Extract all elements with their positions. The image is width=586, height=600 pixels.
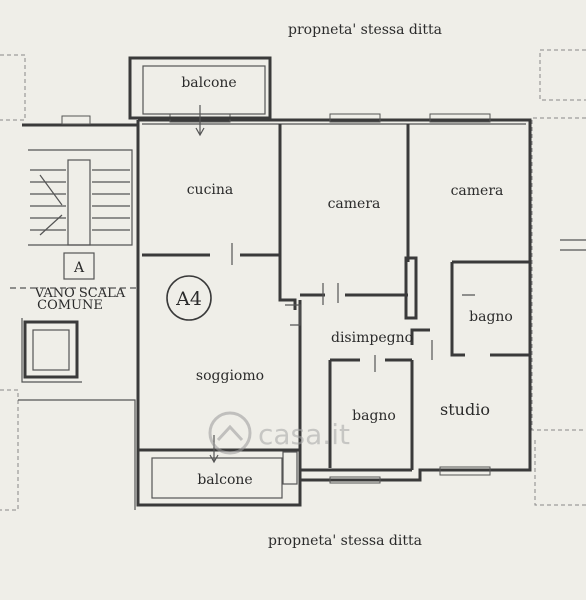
stair-letter: A (73, 260, 85, 276)
balcony-bottom-label: balcone (197, 472, 252, 488)
room-bagno-2: bagno (352, 408, 396, 424)
watermark: casa.it (208, 411, 350, 455)
balcony-top-label: balcone (181, 75, 236, 91)
stair-letter-box (63, 252, 95, 280)
room-disimpegno: disimpegno (331, 330, 413, 346)
watermark-text: casa.it (258, 418, 350, 451)
neighbour-left-outline (0, 54, 136, 511)
room-cucina: cucina (187, 182, 234, 198)
stair-steps (30, 169, 130, 236)
room-camera-2: camera (451, 183, 504, 199)
interior-walls (142, 124, 530, 472)
stair-well: A VANO SCALA COMUNE (10, 123, 140, 313)
vano-scala-label: VANO SCALA (34, 286, 126, 301)
balcony-top: balcone (128, 56, 272, 137)
bottom-note: propneta' stessa ditta (268, 533, 422, 549)
watermark-logo-icon (208, 411, 252, 455)
comune-label: COMUNE (37, 298, 103, 313)
room-camera-1: camera (328, 196, 381, 212)
right-windows (329, 466, 491, 484)
lift-shaft (21, 318, 82, 383)
top-note: propneta' stessa ditta (288, 22, 442, 38)
neighbour-right-outline (531, 49, 586, 506)
unit-id-badge: A4 (166, 275, 212, 321)
room-bagno-1: bagno (469, 309, 513, 325)
room-studio: studio (440, 400, 490, 419)
room-soggiorno: soggiomo (196, 368, 264, 384)
unit-id-label: A4 (175, 288, 202, 310)
